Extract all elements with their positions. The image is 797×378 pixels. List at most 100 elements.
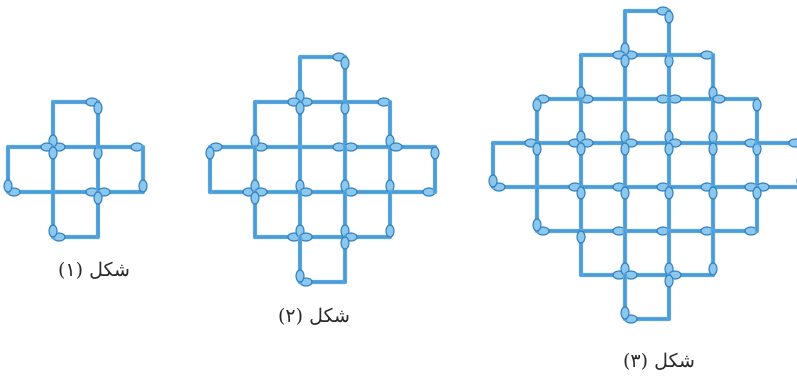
matchstick: [49, 102, 57, 147]
match-head: [49, 147, 57, 159]
match-head: [577, 143, 585, 155]
matchstick: [625, 227, 669, 235]
matchstick: [251, 192, 259, 237]
matchstick: [251, 102, 259, 147]
matchstick: [533, 99, 541, 143]
matchstick: [581, 139, 625, 147]
matchstick: [625, 271, 669, 279]
match-head: [489, 175, 497, 187]
matchstick: [537, 95, 581, 103]
figure-2-caption: شكل (٢): [278, 305, 350, 327]
matchstick: [669, 271, 713, 279]
matchstick: [709, 99, 717, 143]
matchstick: [296, 237, 304, 282]
matchstick: [533, 187, 541, 231]
match-head: [577, 231, 585, 243]
matchstick: [296, 102, 304, 147]
figure-1-matchsticks: [4, 98, 147, 241]
match-head: [533, 99, 541, 111]
matchstick: [98, 188, 143, 196]
matchstick: [669, 227, 713, 235]
matchstick: [8, 188, 53, 196]
figure-2-matchsticks: [206, 53, 439, 286]
matchstick: [669, 95, 713, 103]
matchstick: [713, 139, 757, 147]
matchstick: [621, 143, 629, 187]
matchstick: [53, 233, 98, 241]
matchstick: [669, 139, 713, 147]
matchstick: [345, 188, 390, 196]
matchstick: [53, 143, 98, 151]
matchstick: [53, 98, 98, 106]
matchstick: [489, 143, 497, 187]
matchstick: [665, 55, 673, 99]
matchstick: [577, 143, 585, 187]
matchstick: [537, 183, 581, 191]
matchstick: [621, 231, 629, 275]
matchstick: [713, 95, 757, 103]
matchstick: [300, 188, 345, 196]
matchstick: [665, 187, 673, 231]
matchstick: [537, 139, 581, 147]
match-head: [94, 102, 102, 114]
matchstick: [94, 102, 102, 147]
matchstick: [341, 102, 349, 147]
matchstick: [709, 143, 717, 187]
matchstick: [625, 95, 669, 103]
matchstick: [669, 183, 713, 191]
matchstick: [251, 147, 259, 192]
matchstick: [581, 227, 625, 235]
match-head: [621, 187, 629, 199]
matchstick: [98, 143, 143, 151]
matchstick: [206, 147, 214, 192]
match-head: [533, 143, 541, 155]
matchstick: [345, 98, 390, 106]
matchstick: [577, 55, 585, 99]
match-head: [206, 147, 214, 159]
matchstick: [4, 147, 12, 192]
matchstick: [493, 183, 537, 191]
match-head: [621, 143, 629, 155]
matchstick: [345, 233, 390, 241]
matchstick: [621, 275, 629, 319]
matchstick: [753, 99, 761, 143]
match-head: [665, 275, 673, 287]
matchstick: [53, 188, 98, 196]
match-head: [296, 270, 304, 282]
matchstick: [625, 139, 669, 147]
matchstick: [386, 147, 394, 192]
matchstick: [709, 55, 717, 99]
matchstick: [757, 139, 797, 147]
matchstick: [709, 187, 717, 231]
matchstick: [255, 233, 300, 241]
matchstick: [669, 51, 713, 59]
matchstick: [625, 315, 669, 323]
matchstick: [665, 143, 673, 187]
matchstick: [625, 51, 669, 59]
matchstick: [621, 55, 629, 99]
match-head: [709, 187, 717, 199]
matchstick: [625, 7, 669, 15]
matchstick: [300, 233, 345, 241]
matchstick: [49, 147, 57, 192]
matchstick: [665, 11, 673, 55]
match-head: [577, 187, 585, 199]
matchstick: [8, 143, 53, 151]
matchstick: [581, 183, 625, 191]
matchstick: [753, 187, 761, 231]
matchstick: [581, 271, 625, 279]
matchstick: [210, 188, 255, 196]
match-head: [139, 180, 147, 192]
matchstick: [296, 147, 304, 192]
matchstick: [581, 95, 625, 103]
match-head: [753, 99, 761, 111]
matchstick: [390, 188, 435, 196]
matchstick: [386, 102, 394, 147]
matchstick: [709, 231, 717, 275]
matchstick: [577, 99, 585, 143]
figure-3-caption: شكل (٣): [623, 350, 695, 372]
matchstick: [255, 188, 300, 196]
matchstick: [621, 99, 629, 143]
matchstick: [296, 192, 304, 237]
